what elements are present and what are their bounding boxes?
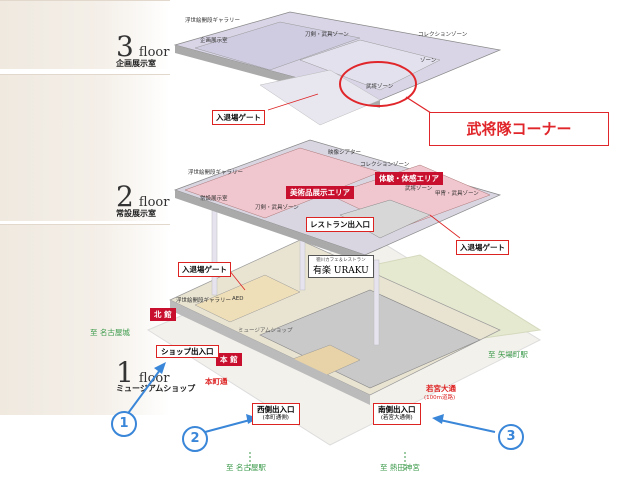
- route-marker-1: 1: [111, 411, 137, 437]
- floor-2-edge: [175, 190, 365, 263]
- f3-label-special: 企画展示室: [200, 38, 228, 44]
- uraku-name: 有楽: [313, 266, 332, 276]
- uraku-roman: URAKU: [333, 266, 369, 276]
- f1-label-aed: AED: [232, 296, 244, 302]
- f2-label-armor: 甲冑・武具ゾーン: [435, 191, 479, 197]
- direction-yaba-cho: 至 矢場町駅: [488, 350, 528, 359]
- shop-entrance[interactable]: ショップ出入口: [156, 345, 219, 358]
- south-entrance-sub: (若宮大通側): [380, 415, 413, 421]
- direction-nagoya-station: 至 名古屋駅: [226, 463, 266, 472]
- route-1-arrow: [125, 369, 161, 417]
- pillar-1: [211, 199, 218, 296]
- floor-3-subtitle: 企画展示室: [116, 59, 156, 68]
- floor-band-2-1: [0, 224, 170, 415]
- floor-1-edge: [170, 300, 370, 405]
- gate-3-leader: [267, 93, 319, 111]
- f2-label-samurai: 武将ゾーン: [405, 186, 433, 192]
- main-building-label: 本 館: [216, 353, 242, 366]
- floor-1-heading: 1 floor: [116, 356, 169, 389]
- f3-label-gallery: 浮世絵開段ギャラリー: [185, 18, 241, 24]
- uraku-caption: 徳川カフェ＆レストラン: [316, 258, 366, 263]
- f3-gate-label: 入退場ゲート: [212, 110, 265, 125]
- f3-label-collection: コレクションゾーン: [418, 32, 468, 38]
- f2-label-theater: 映像シアター: [328, 150, 362, 156]
- floor-band-3: [0, 0, 170, 69]
- callout-leader: [405, 96, 432, 114]
- floor-3-zone: [299, 39, 441, 91]
- route-marker-3: 3: [498, 424, 524, 450]
- f2-label-collection: コレクションゾーン: [360, 162, 410, 168]
- samurai-corner-callout: 武将隊コーナー: [429, 112, 609, 146]
- street-wakamiya: 若宮大通: [426, 384, 456, 393]
- shop-entrance-title: ショップ出入口: [161, 347, 214, 356]
- uraku-cafe-sign: 徳川カフェ＆レストラン 有楽 URAKU: [308, 255, 374, 278]
- f2-art-area: 美術品展示エリア: [286, 186, 354, 199]
- route-3-arrowhead: [432, 414, 444, 424]
- west-entrance-title: 西側出入口: [257, 405, 295, 414]
- floor-3-lower-block: [259, 69, 381, 126]
- street-wakamiya-sub: (100m道路): [424, 395, 456, 401]
- f2-gate-label: 入退場ゲート: [456, 240, 509, 255]
- south-entrance[interactable]: 南側出入口 (若宮大通側): [373, 403, 421, 425]
- f3-label-sword: 刀剣・武具ゾーン: [305, 32, 349, 38]
- street-honmachi: 本町通: [205, 377, 228, 386]
- route-3-arrow: [439, 419, 496, 433]
- gate-2-leader: [429, 214, 461, 239]
- floor-1-subtitle: ミュージアムショップ: [116, 384, 196, 393]
- floor-3-gallery: [194, 21, 361, 71]
- route-1-arrowhead: [154, 362, 166, 374]
- west-entrance-sub: (本町通側): [262, 415, 289, 421]
- route-marker-2: 2: [182, 426, 208, 452]
- floor-2-subtitle: 常設展示室: [116, 209, 156, 218]
- route-2-arrow: [204, 419, 251, 433]
- f3-label-zone: ゾーン: [420, 58, 437, 64]
- direction-nagoya-castle: 至 名古屋城: [90, 328, 130, 337]
- f1-label-shop: ミュージアムショップ: [238, 328, 293, 334]
- f2-restaurant-entrance: レストラン出入口: [306, 217, 374, 232]
- floor-3-heading: 3 floor: [116, 30, 170, 63]
- f2-label-gallery: 浮世絵開段ギャラリー: [188, 170, 244, 176]
- f1-label-gallery: 浮世絵開段ギャラリー: [176, 298, 232, 304]
- f3-label-samurai: 武将ゾーン: [366, 84, 394, 90]
- floor-1-shop: [194, 274, 301, 323]
- f2-experience-area: 体験・体感エリア: [375, 172, 443, 185]
- direction-atsuta: 至 熱田神宮: [380, 463, 420, 472]
- f2-label-permanent: 常設展示室: [200, 196, 228, 202]
- f1-gate-label: 入退場ゲート: [178, 262, 231, 277]
- floor-2-heading: 2 floor: [116, 180, 170, 213]
- west-entrance[interactable]: 西側出入口 (本町通側): [252, 403, 300, 425]
- pillar-3: [373, 259, 380, 346]
- north-building-label: 北 館: [150, 308, 176, 321]
- south-entrance-title: 南側出入口: [378, 405, 416, 414]
- highlight-ellipse: [339, 61, 417, 107]
- f2-label-sword: 刀剣・武具ゾーン: [255, 205, 299, 211]
- floor-band-3-lower: [0, 74, 170, 221]
